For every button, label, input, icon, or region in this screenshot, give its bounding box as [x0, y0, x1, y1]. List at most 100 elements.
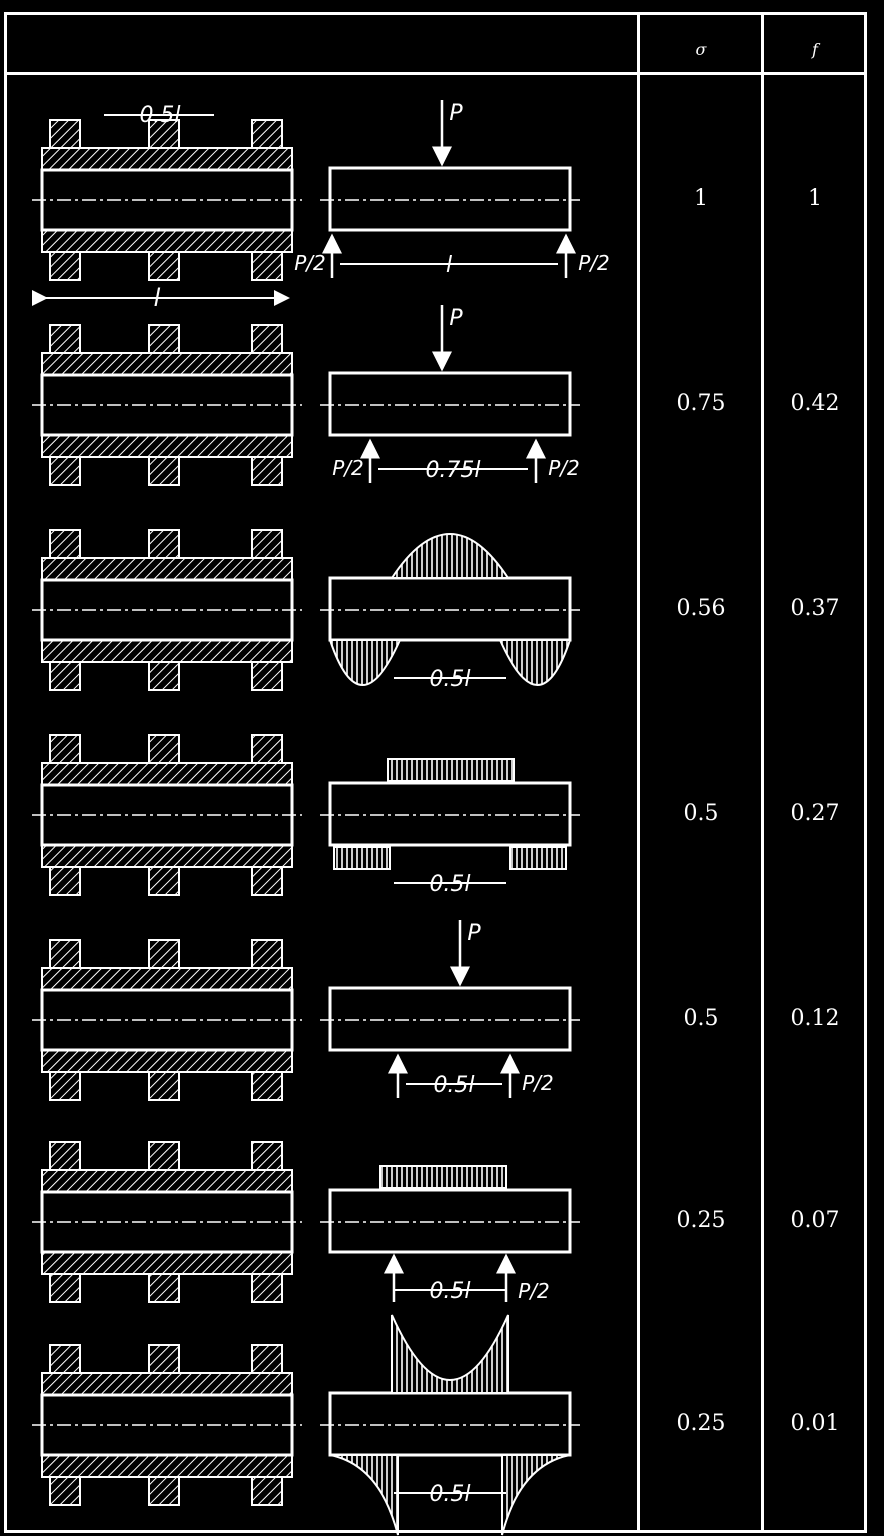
table-row: 0.5l: [32, 734, 580, 897]
table-left-border: [4, 12, 7, 1533]
flange-top: [49, 324, 81, 354]
load-label: P: [449, 306, 463, 331]
divider-figures-sigma: [637, 12, 640, 1533]
load-label: P: [449, 101, 463, 126]
span-label: 0.5l: [429, 1482, 470, 1507]
f-value: 0.12: [790, 1006, 840, 1031]
lower-load-left: [328, 639, 402, 686]
half-length-label: 0.5l: [139, 103, 180, 128]
upper-bush: [41, 352, 293, 376]
support-label-left: P/2: [332, 456, 364, 480]
upper-bush: [41, 1372, 293, 1396]
flange-top: [251, 1344, 283, 1374]
sigma-value: 0.56: [676, 596, 726, 621]
flange-bottom: [49, 1071, 81, 1101]
beam: [328, 1188, 572, 1254]
upper-bush: [41, 967, 293, 991]
distributed-load: [333, 758, 567, 870]
header-bottom-border: [4, 72, 866, 75]
distributed-load: [379, 1165, 507, 1189]
f-value: 0.01: [790, 1411, 840, 1436]
beam: [328, 1391, 572, 1457]
flange-bottom: [49, 251, 81, 281]
upper-bush: [41, 762, 293, 786]
upper-load-curve: [391, 1314, 509, 1394]
span-label: 0.5l: [429, 872, 470, 897]
flange-top: [148, 1344, 180, 1374]
f-value: 1: [808, 186, 822, 211]
upper-uniform-load: [387, 758, 515, 782]
lower-load-right: [501, 1454, 571, 1536]
sigma-value: 0.5: [683, 1006, 719, 1031]
table-row: P 0.5l P/2: [32, 920, 580, 1101]
load-label: P: [467, 921, 481, 946]
load-diagram: 0.5l P/2: [320, 1165, 580, 1304]
shaft-section: [32, 1344, 302, 1506]
flange-bottom: [251, 661, 283, 691]
flange-top: [251, 529, 283, 559]
flange-bottom: [251, 1273, 283, 1303]
f-value: 0.42: [790, 391, 840, 416]
flange-bottom: [148, 1071, 180, 1101]
flange-bottom: [148, 1273, 180, 1303]
flange-bottom: [49, 1476, 81, 1506]
flange-top: [251, 734, 283, 764]
table-row: 0.5l P/2: [32, 1141, 580, 1304]
beam: [328, 986, 572, 1052]
upper-bush: [41, 1169, 293, 1193]
divider-sigma-f: [761, 12, 764, 1533]
f-value: 0.07: [790, 1208, 840, 1233]
support-label-left: P/2: [294, 251, 326, 275]
lower-bush: [41, 1251, 293, 1275]
flange-top: [49, 1141, 81, 1171]
flange-top: [251, 324, 283, 354]
span-label: 0.75l: [425, 458, 480, 483]
flange-top: [251, 939, 283, 969]
flange-bottom: [49, 1273, 81, 1303]
flange-bottom: [148, 661, 180, 691]
flange-bottom: [148, 866, 180, 896]
sigma-value: 1: [694, 186, 708, 211]
flange-top: [148, 529, 180, 559]
distributed-load: [328, 533, 572, 686]
span-label: 0.5l: [429, 667, 470, 692]
flange-bottom: [251, 1071, 283, 1101]
shaft-section: [32, 734, 302, 896]
load-diagram: 0.5l: [320, 1314, 580, 1536]
flange-top: [251, 1141, 283, 1171]
flange-top: [49, 529, 81, 559]
span-label: l: [446, 253, 452, 278]
shaft-section: l 0.5l: [32, 103, 302, 312]
table-right-border: [864, 12, 867, 1533]
support-label-right: P/2: [518, 1279, 550, 1303]
flange-bottom: [49, 456, 81, 486]
flange-top: [49, 1344, 81, 1374]
support-label-right: P/2: [522, 1071, 554, 1095]
load-diagram: 0.5l: [320, 758, 580, 897]
shaft-section: [32, 529, 302, 691]
flange-bottom: [148, 456, 180, 486]
flange-top: [148, 939, 180, 969]
sigma-value: 0.75: [676, 391, 726, 416]
distributed-load: [329, 1314, 571, 1536]
span-label: 0.5l: [429, 1279, 470, 1304]
upper-uniform-load: [379, 1165, 507, 1189]
table-row: 0.5l: [32, 1314, 580, 1536]
table-row: 0.5l: [32, 529, 580, 692]
lower-bush: [41, 1049, 293, 1073]
sigma-value: 0.25: [676, 1208, 726, 1233]
beam: [328, 781, 572, 847]
flange-top: [49, 939, 81, 969]
lower-load-right: [498, 639, 572, 686]
span-label: 0.5l: [433, 1073, 474, 1098]
beam: [328, 166, 572, 232]
beam: [328, 371, 572, 437]
flange-bottom: [148, 1476, 180, 1506]
table-bottom-border: [4, 1530, 866, 1533]
length-label: l: [154, 284, 161, 312]
